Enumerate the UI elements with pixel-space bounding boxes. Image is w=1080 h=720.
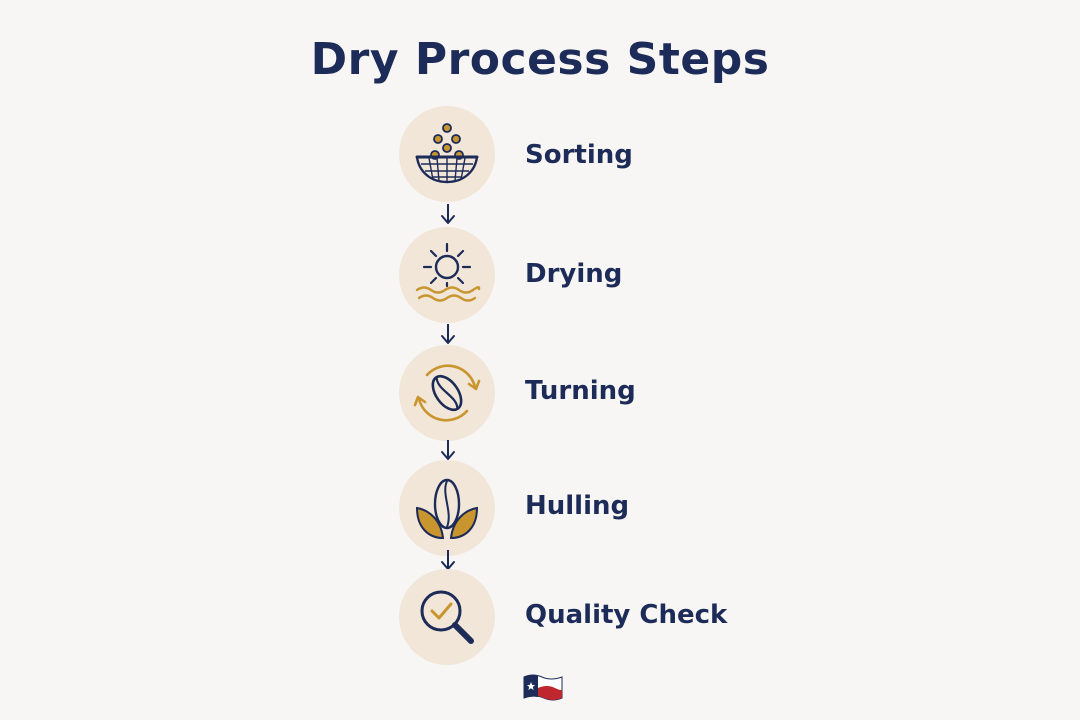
arrow-down-icon <box>441 324 455 344</box>
texas-flag-icon <box>523 674 563 701</box>
step-label-drying: Drying <box>525 259 623 289</box>
magnifier-check-icon <box>399 569 495 665</box>
arrow-down-icon <box>441 204 455 224</box>
arrow-down-icon <box>441 440 455 460</box>
sun-waves-icon <box>399 227 495 323</box>
rotate-bean-icon <box>399 345 495 441</box>
step-label-hulling: Hulling <box>525 491 630 521</box>
page-title: Dry Process Steps <box>310 34 770 85</box>
bean-leaves-icon <box>399 460 495 556</box>
sieve-basket-icon <box>399 106 495 202</box>
step-label-quality-check: Quality Check <box>525 600 728 630</box>
step-label-sorting: Sorting <box>525 140 633 170</box>
step-label-turning: Turning <box>525 376 636 406</box>
